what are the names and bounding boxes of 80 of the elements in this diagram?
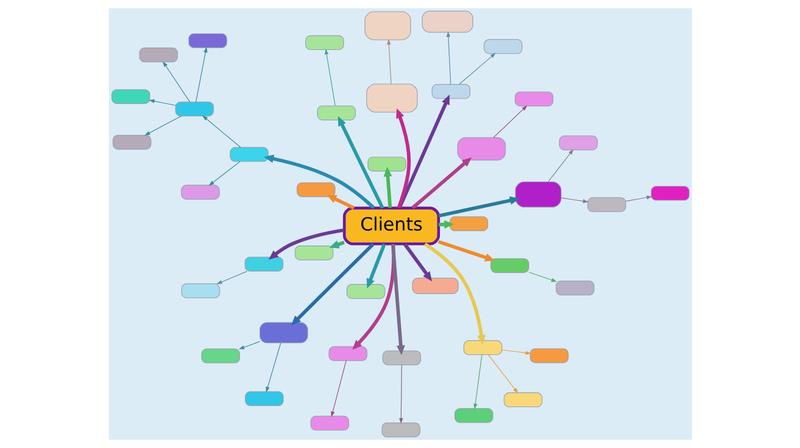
node-box (514, 181, 561, 208)
node-box (382, 350, 421, 366)
node-box (316, 106, 356, 120)
node-box (188, 33, 227, 48)
arrow (383, 166, 392, 208)
node-box (138, 48, 178, 62)
node-box (294, 245, 333, 260)
node-box (229, 147, 268, 162)
arrow (402, 242, 432, 282)
arrow (390, 244, 404, 356)
arrow (446, 31, 451, 85)
arrow (397, 94, 450, 209)
arrow (352, 244, 395, 350)
node-box (586, 197, 626, 212)
node-box (431, 84, 470, 99)
node-box (454, 408, 493, 423)
node-box (529, 348, 568, 364)
node-box (412, 278, 458, 294)
arrow (472, 354, 482, 410)
node-box (367, 156, 406, 172)
arrow (488, 354, 518, 394)
node-box (490, 258, 529, 273)
arrow (438, 240, 494, 262)
node-box (346, 284, 385, 299)
node-box (558, 135, 598, 150)
node-box (483, 39, 522, 54)
arrow (326, 194, 354, 210)
node-box (180, 184, 220, 200)
node-box (200, 348, 240, 364)
node-box (514, 92, 553, 106)
arrow (148, 99, 176, 106)
arrow (396, 108, 410, 208)
arrow (216, 270, 247, 284)
arrow (195, 46, 207, 102)
arrow (290, 242, 374, 326)
arrow (458, 52, 496, 85)
node-box (174, 102, 214, 116)
node-box (381, 422, 420, 438)
node-box (650, 186, 690, 201)
arrow (398, 364, 403, 424)
node-box (328, 346, 367, 362)
node-box (421, 10, 473, 33)
arrow (208, 161, 240, 186)
node-box (456, 137, 506, 160)
arrow (560, 198, 588, 204)
node-box (112, 134, 151, 150)
node-box (310, 416, 349, 431)
arrow (238, 341, 260, 350)
arrow (366, 244, 386, 288)
node-box (110, 89, 150, 104)
arrow (144, 116, 182, 136)
node-box (304, 35, 344, 50)
arrow (263, 154, 374, 210)
node-box (244, 391, 284, 406)
node-box (449, 216, 488, 232)
node-box (180, 283, 220, 298)
arrow (410, 157, 472, 210)
arrow (424, 242, 486, 345)
arrow (438, 196, 520, 218)
arrow (330, 360, 346, 418)
arrow (501, 350, 531, 355)
arrow (265, 342, 281, 392)
arrow (624, 196, 652, 202)
node-box (366, 84, 418, 113)
node-box (503, 392, 542, 408)
arrow (528, 272, 556, 282)
arrow (202, 115, 240, 148)
node-box (555, 280, 594, 296)
arrow (386, 38, 392, 84)
arrow (337, 116, 384, 209)
arrow (492, 105, 527, 138)
node-box (463, 340, 502, 356)
node-box (296, 182, 335, 198)
node-box (364, 11, 411, 40)
node-box: Clients (342, 206, 440, 246)
arrow (324, 48, 336, 106)
arrow (547, 149, 574, 182)
node-box (244, 256, 283, 272)
arrow (162, 61, 190, 102)
node-box (259, 322, 308, 344)
